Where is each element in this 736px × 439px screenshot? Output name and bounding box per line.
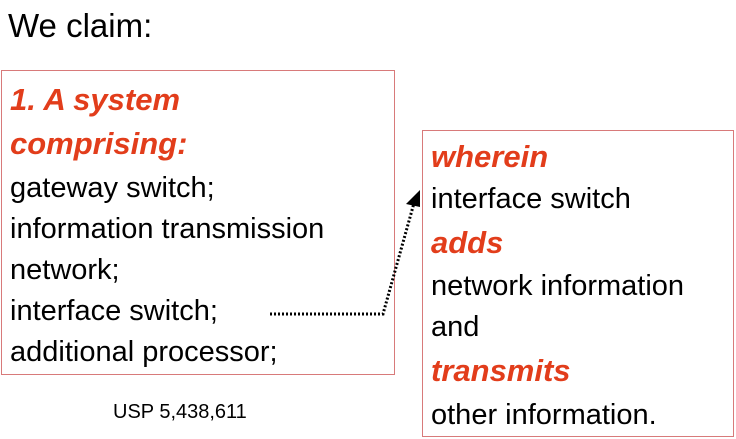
wherein-object-other-information: other information. (431, 399, 657, 431)
claim-preamble-line-1: 1. A system (10, 82, 181, 117)
slide-heading: We claim: (8, 7, 153, 44)
wherein-subject: interface switch (431, 183, 631, 215)
claim-box: 1. A system comprising: gateway switch; … (1, 70, 395, 375)
arrowhead-icon (406, 190, 420, 207)
claim-element-interface-switch: interface switch; (10, 295, 218, 327)
dotted-arrow-line (270, 202, 416, 316)
keyword-adds: adds (431, 225, 504, 260)
keyword-transmits: transmits (431, 353, 571, 388)
claim-element-information-transmission: information transmission (10, 213, 325, 245)
claim-element-additional-processor: additional processor; (10, 336, 278, 368)
keyword-wherein: wherein (431, 139, 549, 174)
patent-number: USP 5,438,611 (113, 401, 247, 423)
claim-preamble-line-2: comprising: (10, 126, 188, 161)
wherein-object-network-information: network information (431, 270, 685, 302)
claim-element-network: network; (10, 254, 120, 286)
claim-element-gateway-switch: gateway switch; (10, 172, 215, 204)
wherein-and: and (431, 311, 480, 343)
wherein-box: wherein interface switch adds network in… (422, 130, 734, 437)
